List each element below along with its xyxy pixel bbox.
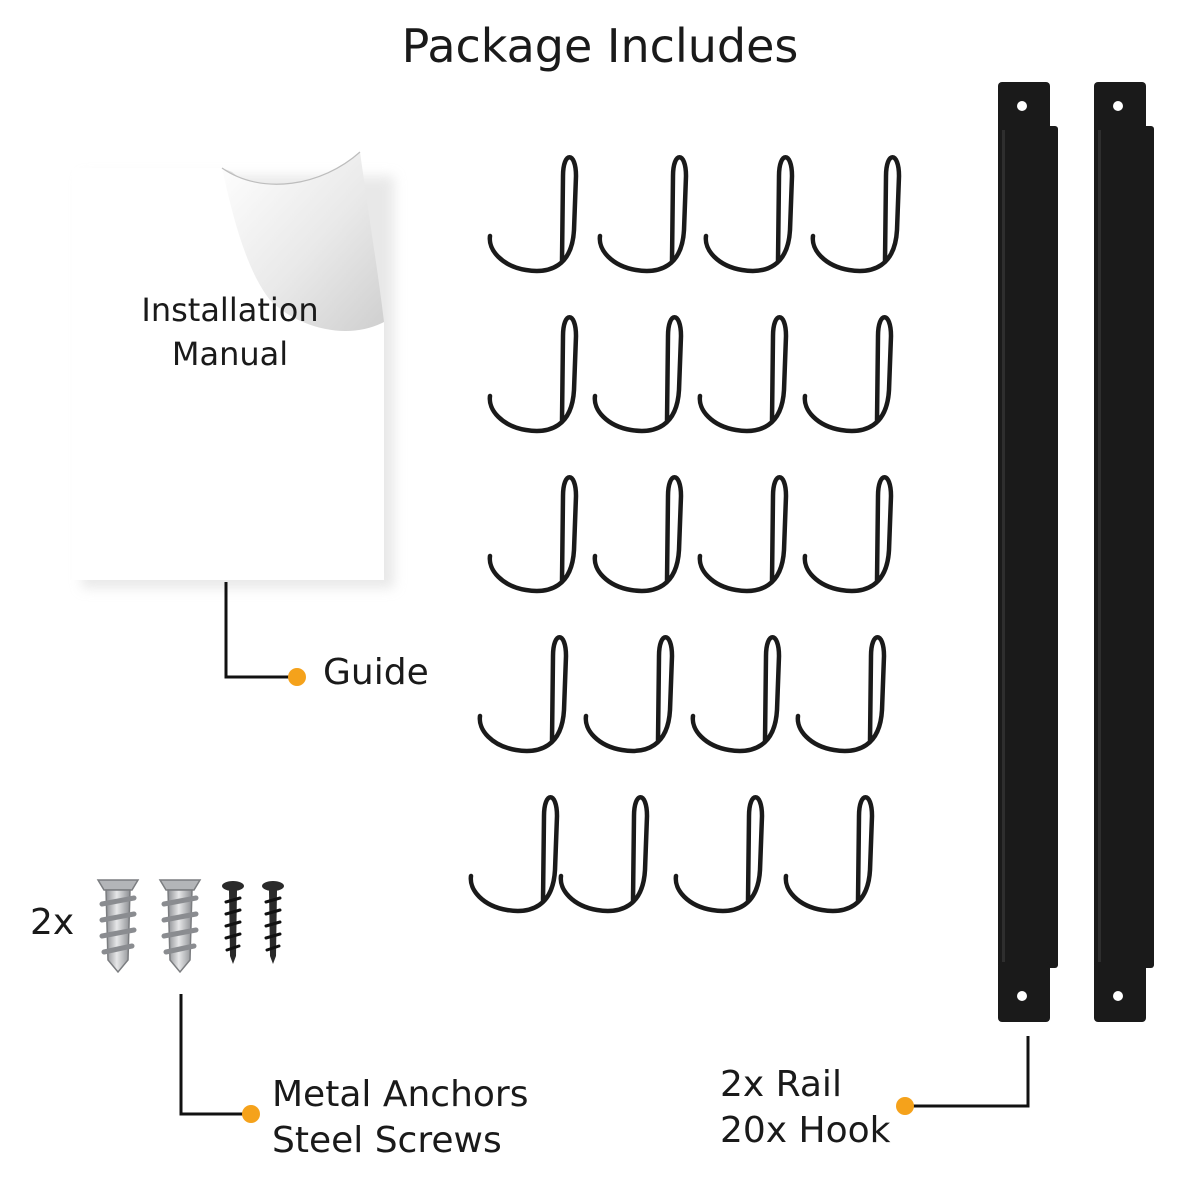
rail-dot bbox=[896, 1097, 914, 1115]
hook-icon bbox=[802, 475, 894, 594]
rail-icon bbox=[1094, 82, 1154, 1022]
manual-page-icon bbox=[72, 151, 394, 588]
anchors-quantity: 2x bbox=[30, 902, 75, 943]
hook-icon bbox=[597, 155, 689, 274]
anchors-label-line: Steel Screws bbox=[272, 1120, 502, 1161]
manual-title: Installation Manual bbox=[75, 288, 385, 376]
guide-connector bbox=[224, 582, 306, 686]
steel-screw-icon bbox=[262, 881, 284, 964]
hook-icon bbox=[690, 635, 782, 754]
anchors-label-line: Metal Anchors bbox=[272, 1074, 529, 1115]
hook-icon bbox=[487, 155, 579, 274]
rail-hook-label-line: 2x Rail bbox=[720, 1064, 842, 1105]
hooks-group bbox=[468, 155, 902, 914]
guide-label: Guide bbox=[323, 652, 429, 693]
anchors-label: Metal Anchors Steel Screws bbox=[272, 1072, 528, 1164]
page-title: Package Includes bbox=[401, 19, 799, 73]
hook-icon bbox=[487, 475, 579, 594]
rail-hook-label-line: 20x Hook bbox=[720, 1110, 891, 1151]
hook-icon bbox=[592, 475, 684, 594]
hook-icon bbox=[697, 475, 789, 594]
hook-icon bbox=[703, 155, 795, 274]
anchors-connector bbox=[179, 994, 260, 1123]
hook-icon bbox=[810, 155, 902, 274]
rail-icon bbox=[998, 82, 1058, 1022]
hook-icon bbox=[468, 795, 560, 914]
rail-hook-label: 2x Rail 20x Hook bbox=[720, 1062, 891, 1154]
hook-icon bbox=[592, 315, 684, 434]
rail-connector bbox=[896, 1036, 1030, 1115]
manual-title-line: Installation bbox=[141, 291, 319, 329]
hook-icon bbox=[783, 795, 875, 914]
hook-icon bbox=[697, 315, 789, 434]
hook-icon bbox=[795, 635, 887, 754]
hook-icon bbox=[477, 635, 569, 754]
metal-anchor-icon bbox=[96, 879, 140, 974]
hook-icon bbox=[673, 795, 765, 914]
hook-icon bbox=[802, 315, 894, 434]
steel-screw-icon bbox=[222, 881, 244, 964]
hook-icon bbox=[558, 795, 650, 914]
hook-icon bbox=[487, 315, 579, 434]
rails-group bbox=[998, 82, 1154, 1022]
guide-dot bbox=[288, 668, 306, 686]
anchors-dot bbox=[242, 1105, 260, 1123]
manual-title-line: Manual bbox=[171, 335, 289, 373]
metal-anchor-icon bbox=[158, 879, 202, 974]
hook-icon bbox=[583, 635, 675, 754]
